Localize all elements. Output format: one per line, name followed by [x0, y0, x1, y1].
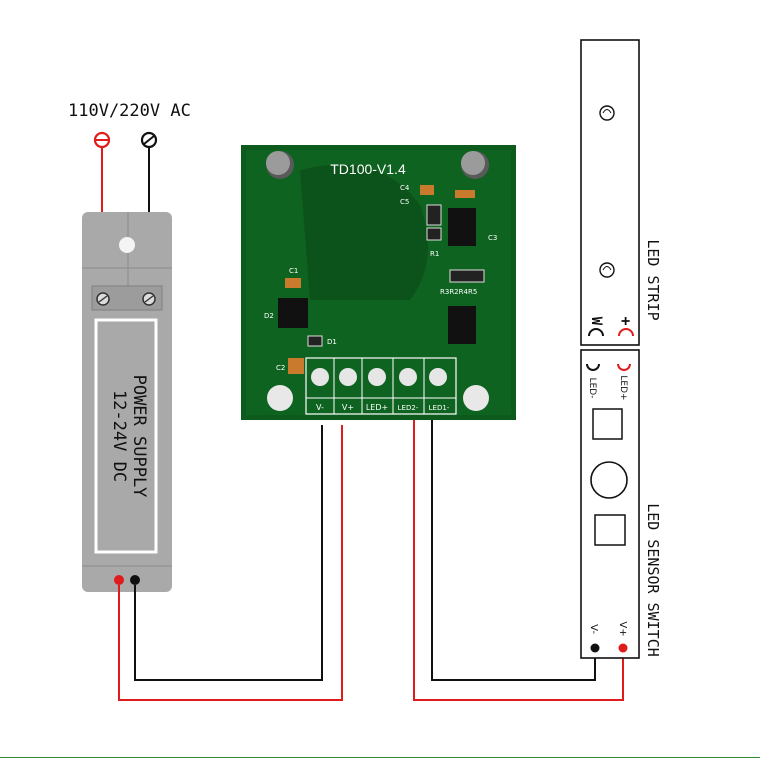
led-strip-led-2	[599, 262, 615, 278]
terminal-v-minus-label: V-	[316, 403, 324, 412]
sensor-v-minus-label: V-	[588, 624, 599, 634]
board-label-d2: D2	[264, 312, 274, 320]
led2-red-wire	[413, 420, 624, 701]
board-label-c3: C3	[488, 234, 497, 242]
led-sensor-switch	[580, 349, 640, 659]
terminal-led2-minus-label: LED2-	[398, 404, 419, 412]
led-strip-plus-mark: +	[617, 316, 635, 325]
strip-pad-plus	[618, 328, 634, 337]
controller-board: TD100-V1.4 C4 C5 R1 C3 R3R2R4R5 C1 D2 D1…	[241, 145, 516, 420]
led-sensor-switch-label: LED SENSOR SWITCH	[644, 503, 662, 657]
ac-neutral-terminal	[140, 131, 158, 149]
supply-output-negative	[130, 575, 140, 585]
sensor-eye	[590, 461, 628, 499]
sensor-v-minus-dot	[590, 643, 600, 653]
supply-output-positive	[114, 575, 124, 585]
terminal-v-plus-pad	[339, 368, 357, 386]
sensor-pad-bottom	[594, 514, 626, 546]
board-label-c1: C1	[289, 267, 298, 275]
board-hole-br	[463, 385, 489, 411]
terminal-v-minus-pad	[311, 368, 329, 386]
sensor-pad-top	[592, 408, 623, 440]
board-hole-bl	[267, 385, 293, 411]
power-supply-label-line1: POWER SUPPLY	[129, 375, 149, 498]
terminal-led-plus-pad	[368, 368, 386, 386]
board-label-r1: R1	[430, 250, 439, 258]
led-strip-led-1	[599, 105, 615, 121]
board-label-c2: C2	[276, 364, 285, 372]
sensor-v-plus-label: V+	[617, 621, 628, 636]
bottom-rule	[0, 757, 760, 764]
terminal-led1-minus-label: LED1-	[429, 404, 450, 412]
ac-live-terminal	[93, 131, 111, 149]
led-strip	[580, 39, 640, 346]
ac-label: 110V/220V AC	[68, 101, 191, 121]
sensor-led-plus-label: LED+	[618, 375, 628, 400]
led1-black-wire	[431, 420, 596, 681]
supply-black-wire	[134, 425, 323, 681]
board-label-c4: C4	[400, 184, 410, 192]
supply-red-wire	[118, 425, 343, 701]
led-strip-minus-mark: W	[588, 317, 604, 326]
board-label-c5: C5	[400, 198, 409, 206]
terminal-led1-minus-pad	[429, 368, 447, 386]
power-supply-label-line2: 12-24V DC	[109, 390, 129, 482]
sensor-led-minus-label: LED-	[587, 378, 597, 399]
terminal-led2-minus-pad	[399, 368, 417, 386]
board-label-r-array: R3R2R4R5	[440, 288, 477, 296]
terminal-block	[305, 357, 457, 415]
sensor-v-plus-dot	[618, 643, 628, 653]
strip-pad-minus	[588, 328, 604, 337]
power-supply	[82, 212, 172, 592]
mount-hole	[119, 237, 135, 253]
board-title: TD100-V1.4	[330, 161, 406, 177]
board-label-d1: D1	[327, 338, 337, 346]
led-strip-label: LED STRIP	[644, 239, 662, 320]
terminal-led-plus-label: LED+	[366, 403, 388, 412]
terminal-v-plus-label: V+	[342, 403, 354, 412]
